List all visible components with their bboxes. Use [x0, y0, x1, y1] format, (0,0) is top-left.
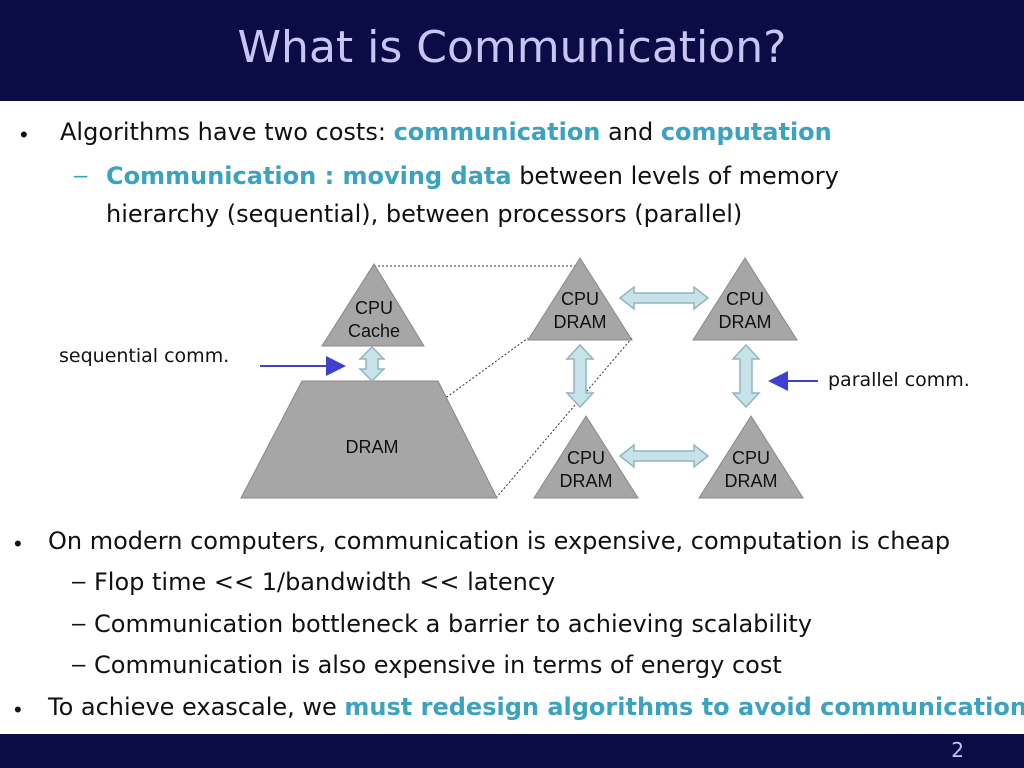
svg-text:CPU: CPU — [567, 448, 605, 468]
sub-bullet-1: Communication : moving data between leve… — [106, 162, 839, 190]
footer-bar: 2 — [0, 734, 1024, 768]
parallel-comm-label: parallel comm. — [828, 369, 970, 391]
node-bottom-left: CPU DRAM — [533, 415, 639, 499]
sequential-comm-label: sequential comm. — [59, 345, 230, 367]
svg-text:CPU: CPU — [726, 289, 764, 309]
dash-marker: – — [72, 568, 86, 595]
node-top-left: CPU DRAM — [527, 257, 633, 341]
svg-text:DRAM: DRAM — [554, 312, 607, 332]
bullet-marker: • — [20, 122, 28, 147]
cache-label-cache: Cache — [348, 321, 400, 341]
title-bar: What is Communication? — [0, 0, 1024, 101]
bullet-marker: • — [14, 531, 22, 556]
sub-bullet-1-line2: hierarchy (sequential), between processo… — [106, 200, 743, 228]
double-arrow-icon — [731, 343, 761, 409]
svg-text:DRAM: DRAM — [719, 312, 772, 332]
dram-trapezoid — [240, 380, 498, 499]
highlight-communication: communication — [393, 118, 601, 146]
sub-bullet-1-text: between levels of memory — [511, 162, 839, 190]
cache-label-cpu: CPU — [355, 298, 393, 318]
svg-text:CPU: CPU — [561, 289, 599, 309]
dash-marker: – — [72, 610, 86, 637]
dotted-line — [495, 337, 633, 499]
sub-bullet-2a: Flop time << 1/bandwidth << latency — [94, 568, 556, 596]
svg-text:CPU: CPU — [732, 448, 770, 468]
node-top-right: CPU DRAM — [692, 257, 798, 341]
double-arrow-icon — [358, 345, 386, 383]
cache-triangle — [321, 263, 425, 347]
svg-text:DRAM: DRAM — [560, 471, 613, 491]
highlight-moving-data: Communication : moving data — [106, 162, 512, 190]
highlight-computation: computation — [660, 118, 832, 146]
bullet-3-text: To achieve exascale, we — [48, 693, 345, 721]
page-number: 2 — [951, 738, 964, 762]
double-arrow-icon — [565, 343, 595, 409]
dash-marker: – — [74, 162, 88, 189]
svg-text:DRAM: DRAM — [725, 471, 778, 491]
sub-bullet-2c: Communication is also expensive in terms… — [94, 651, 782, 679]
double-arrow-icon — [618, 443, 710, 469]
node-bottom-right: CPU DRAM — [698, 415, 804, 499]
bullet-1: Algorithms have two costs: communication… — [60, 118, 832, 146]
double-arrow-icon — [618, 285, 710, 311]
dram-label: DRAM — [346, 437, 399, 457]
bullet-2: On modern computers, communication is ex… — [48, 527, 951, 555]
bullet-3: To achieve exascale, we must redesign al… — [48, 693, 1024, 721]
bullet-1-text: Algorithms have two costs: — [60, 118, 394, 146]
sub-bullet-2b: Communication bottleneck a barrier to ac… — [94, 610, 813, 638]
highlight-redesign: must redesign algorithms to avoid commun… — [344, 693, 1024, 721]
dash-marker: – — [72, 651, 86, 678]
dotted-line — [439, 337, 529, 403]
bullet-marker: • — [14, 697, 22, 722]
slide-title: What is Communication? — [237, 22, 787, 73]
bullet-1-and: and — [600, 118, 661, 146]
